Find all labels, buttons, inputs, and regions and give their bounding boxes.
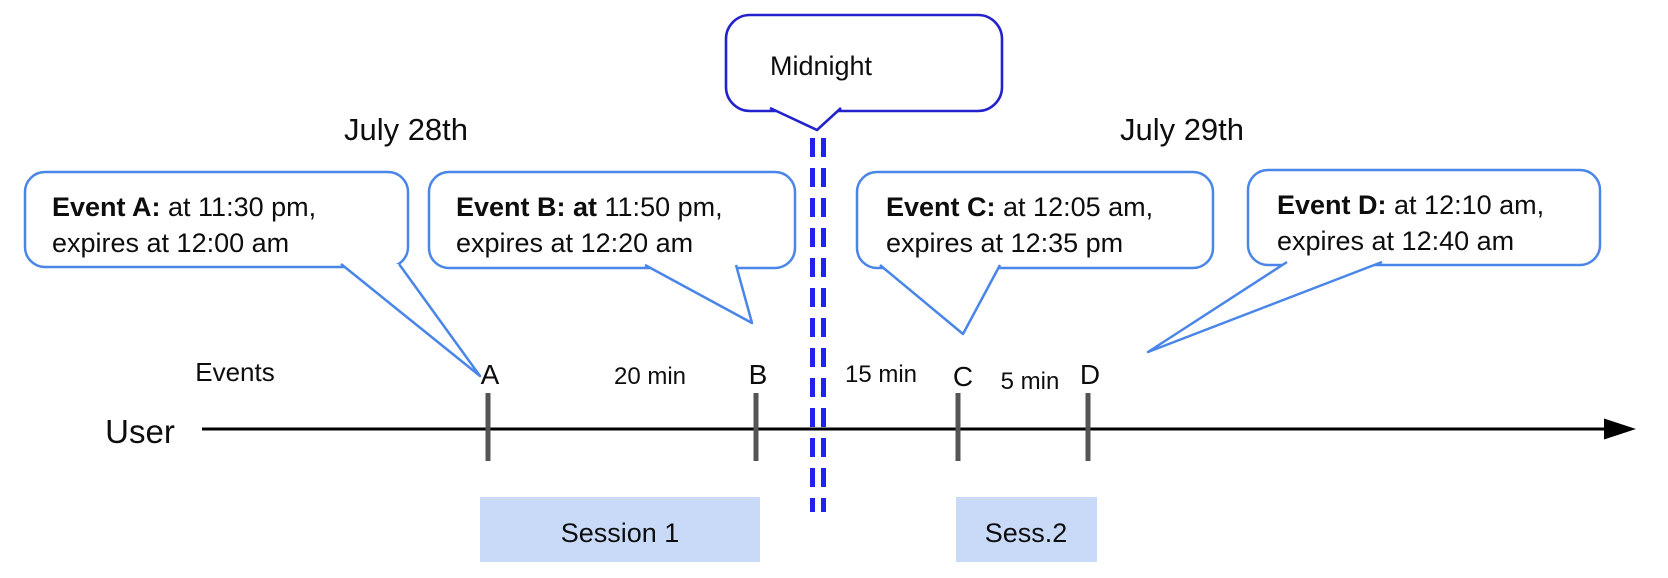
event-a-line1: Event A: at 11:30 pm, <box>52 192 316 222</box>
tick-label-a: A <box>481 359 500 390</box>
event-a-box <box>23 170 410 269</box>
session-1-box <box>480 497 760 562</box>
tick-label-d: D <box>1080 359 1100 390</box>
midnight-callout-box <box>724 13 1004 113</box>
tick-c <box>955 393 961 461</box>
event-c-callout: Event C: at 12:05 am, expires at 12:35 p… <box>855 170 1215 336</box>
event-b-line1: Event B: at 11:50 pm, <box>456 192 723 222</box>
date-july-29: July 29th <box>1120 112 1244 147</box>
event-a-callout: Event A: at 11:30 pm, expires at 12:00 a… <box>23 170 482 378</box>
event-b-callout: Event B: at 11:50 pm, expires at 12:20 a… <box>427 170 797 325</box>
timeline-arrowhead <box>1604 418 1636 440</box>
event-d-callout: Event D: at 12:10 am, expires at 12:40 a… <box>1146 168 1602 354</box>
user-axis-label: User <box>105 413 175 450</box>
event-c-line1: Event C: at 12:05 am, <box>886 192 1153 222</box>
session-1-bar: Session 1 <box>480 497 760 562</box>
session-2-label: Sess.2 <box>985 518 1068 548</box>
event-b-box <box>427 170 797 270</box>
event-c-box <box>855 170 1215 270</box>
event-b-tail <box>644 263 754 325</box>
event-d-line1: Event D: at 12:10 am, <box>1277 190 1544 220</box>
event-c-line2: expires at 12:35 pm <box>886 228 1123 258</box>
tick-d <box>1085 393 1091 461</box>
event-d-tail <box>1146 260 1383 354</box>
midnight-callout: Midnight <box>724 13 1004 132</box>
session-1-label: Session 1 <box>561 518 680 548</box>
tick-b <box>753 393 759 461</box>
event-d-line2: expires at 12:40 am <box>1277 226 1514 256</box>
midnight-label: Midnight <box>770 51 873 81</box>
tick-label-b: B <box>749 359 768 390</box>
interval-15min: 15 min <box>845 361 917 388</box>
event-a-tail <box>340 263 482 378</box>
event-a-line2: expires at 12:00 am <box>52 228 289 258</box>
tick-label-c: C <box>953 361 973 392</box>
date-july-28: July 28th <box>344 112 468 147</box>
interval-5min: 5 min <box>1001 368 1060 395</box>
session-2-bar: Sess.2 <box>956 497 1097 562</box>
session-2-box <box>956 497 1097 562</box>
event-b-line2: expires at 12:20 am <box>456 228 693 258</box>
midnight-callout-tail <box>769 106 842 132</box>
events-axis-label: Events <box>195 357 275 387</box>
event-d-box <box>1246 168 1602 267</box>
interval-20min: 20 min <box>614 363 686 390</box>
tick-a <box>485 393 491 461</box>
event-c-tail <box>879 264 1002 336</box>
